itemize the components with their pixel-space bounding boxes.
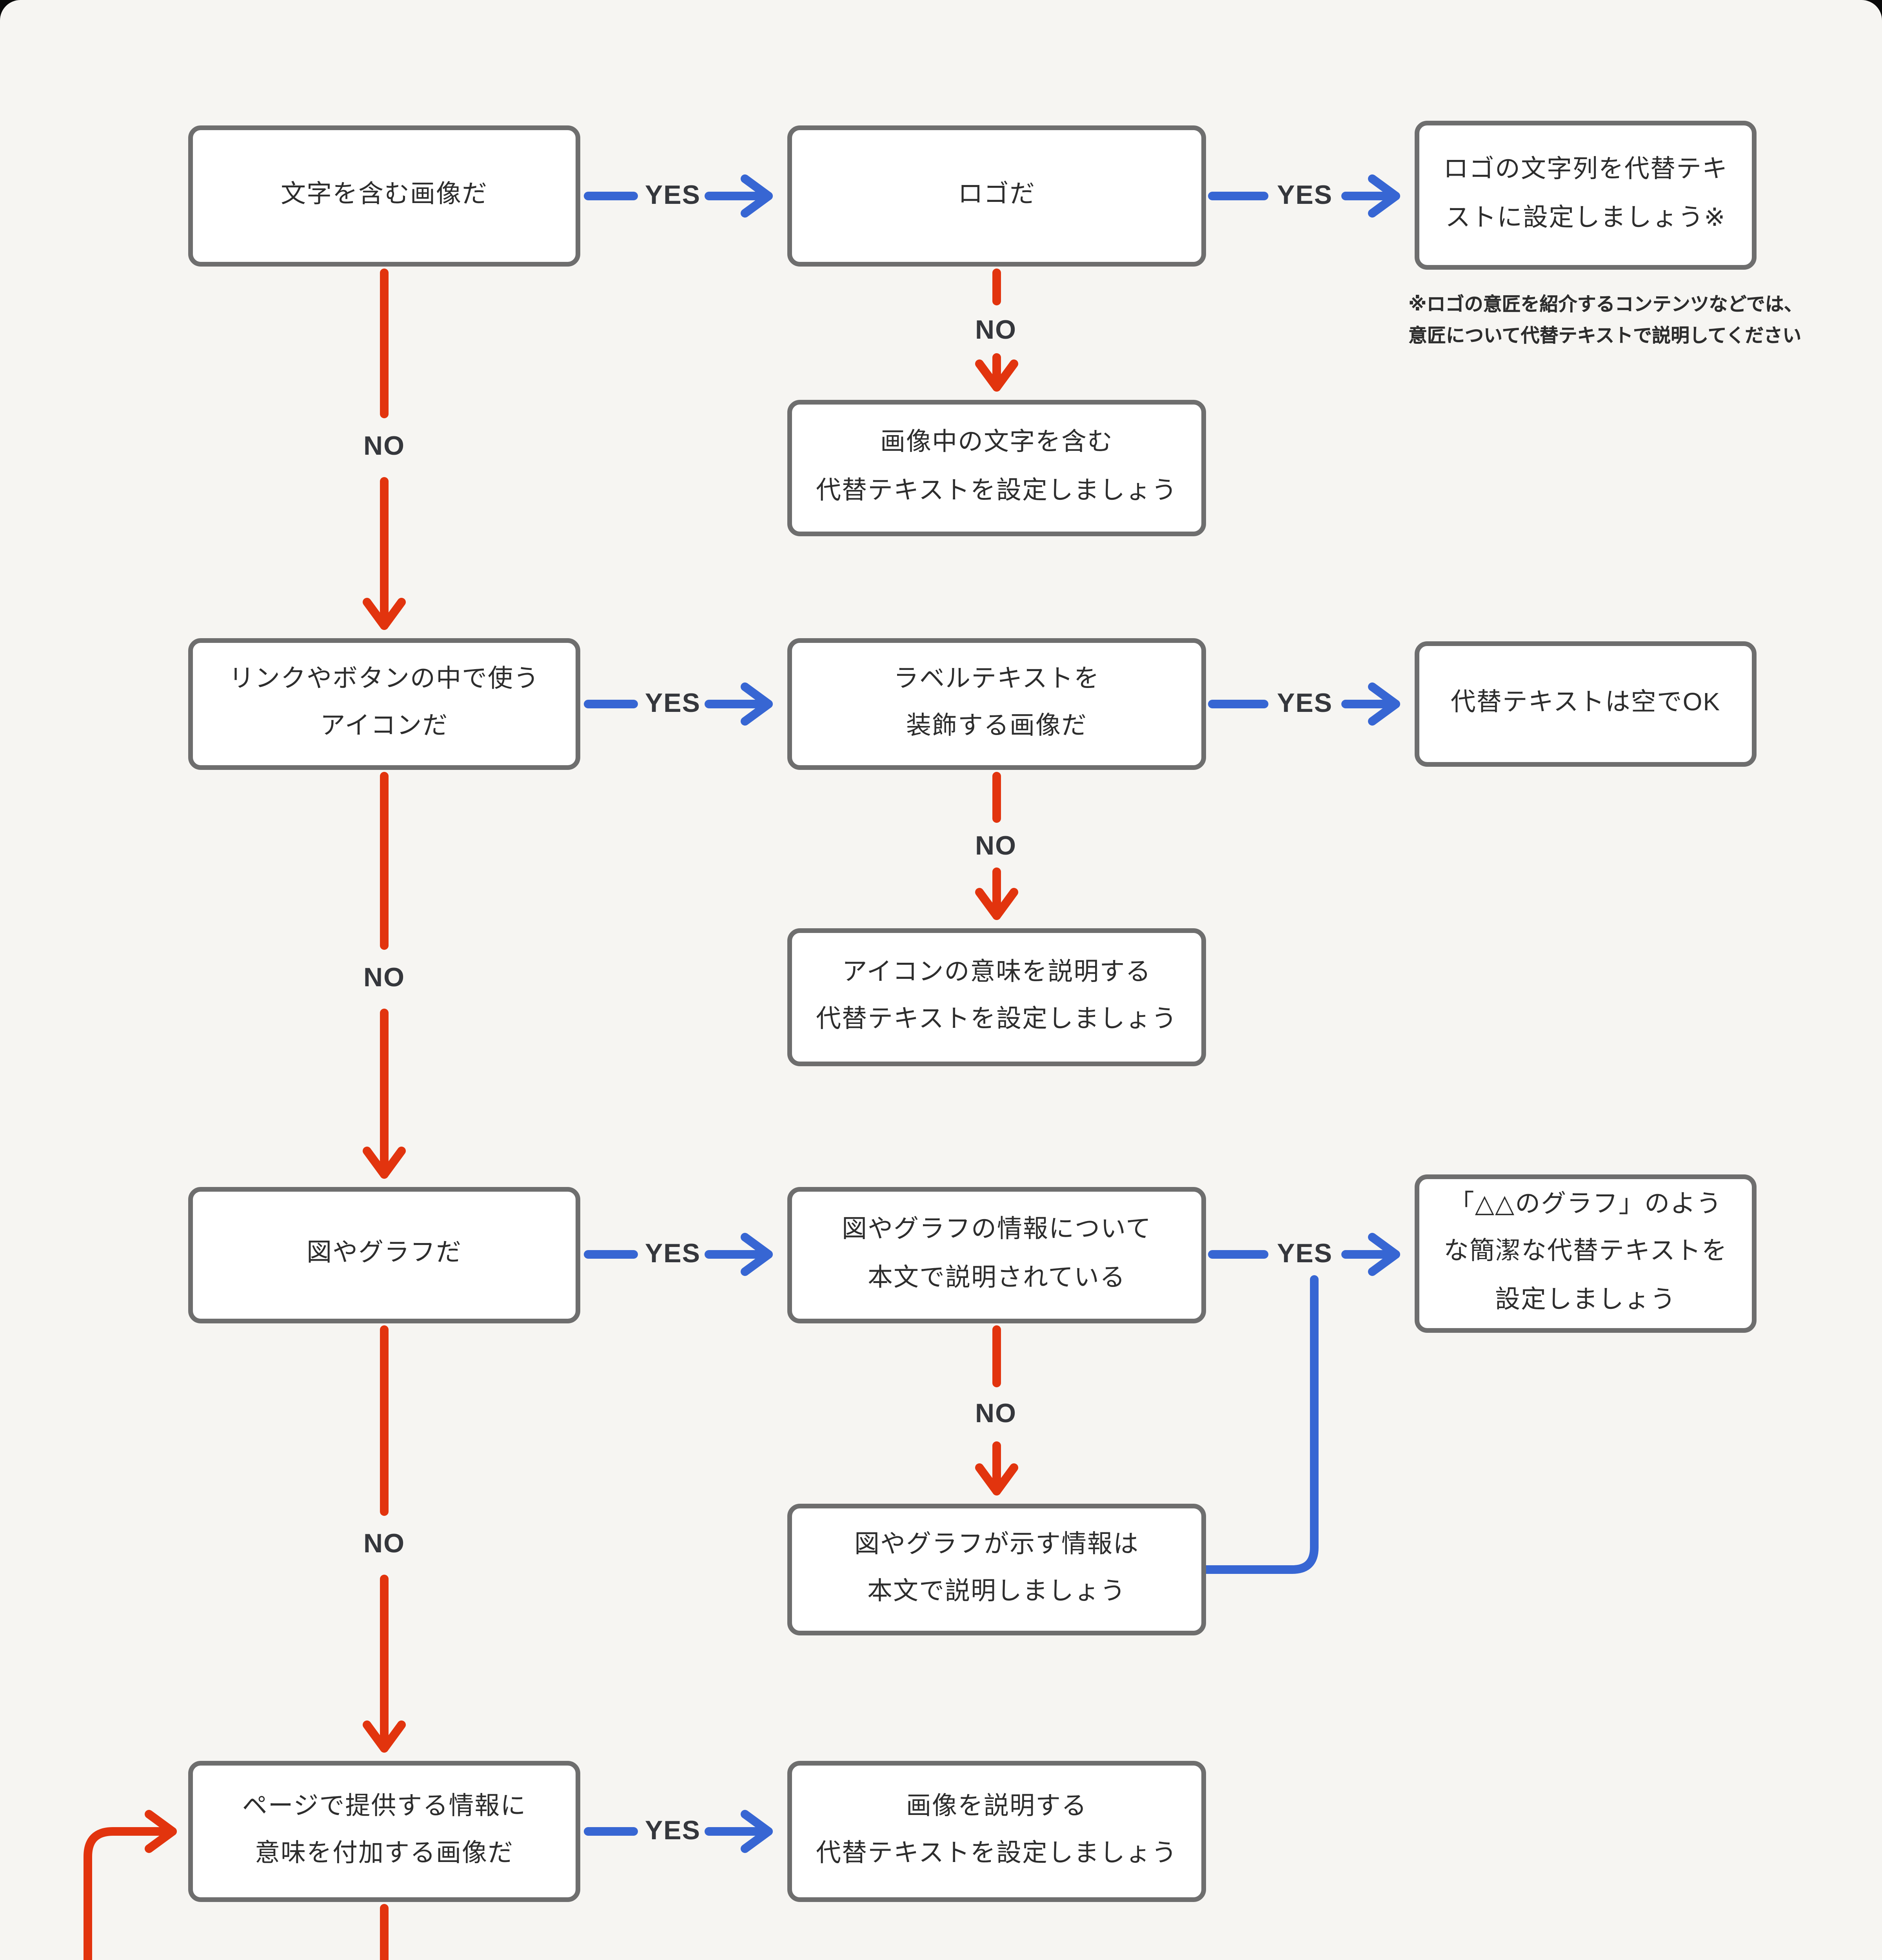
edge-label-yes: YES [1277,180,1333,210]
node-a-chart-in-text: 図やグラフが示す情報は 本文で説明しましょう [787,1504,1206,1635]
edge-label-no: NO [363,431,405,461]
edge-label-no: NO [975,831,1017,861]
node-q-chart: 図やグラフだ [188,1187,580,1323]
edge-label-no: NO [363,963,405,993]
node-q-decorates-label: ラベルテキストを 装飾する画像だ [787,638,1206,770]
edge-label-no: NO [363,1529,405,1559]
node-q-icon-in-link: リンクやボタンの中で使う アイコンだ [188,638,580,770]
edge-label-yes: YES [645,180,701,210]
edge-label-yes: YES [645,1816,701,1846]
node-a-logo-alt: ロゴの文字列を代替テキ ストに設定しましょう※ [1415,121,1757,270]
edge-label-no: NO [975,315,1017,345]
edge-label-yes: YES [1277,1239,1333,1269]
node-a-empty-ok-icon: 代替テキストは空でOK [1415,641,1757,767]
edge-label-yes: YES [645,688,701,718]
edge-label-yes: YES [645,1239,701,1269]
node-a-describe-image: 画像を説明する 代替テキストを設定しましょう [787,1761,1206,1902]
node-a-text-in-image: 画像中の文字を含む 代替テキストを設定しましょう [787,400,1206,536]
node-q-text-image: 文字を含む画像だ [188,125,580,267]
logo-footnote: ※ロゴの意匠を紹介するコンテンツなどでは、 意匠について代替テキストで説明してく… [1408,293,1803,347]
node-a-icon-meaning: アイコンの意味を説明する 代替テキストを設定しましょう [787,928,1206,1066]
node-q-chart-in-text: 図やグラフの情報について 本文で説明されている [787,1187,1206,1323]
edge-label-yes: YES [1277,688,1333,718]
node-a-chart-concise: 「△△のグラフ」のよう な簡潔な代替テキストを 設定しましょう [1415,1174,1757,1333]
edge-label-no: NO [975,1399,1017,1428]
node-q-adds-meaning: ページで提供する情報に 意味を付加する画像だ [188,1761,580,1902]
node-q-logo: ロゴだ [787,125,1206,267]
